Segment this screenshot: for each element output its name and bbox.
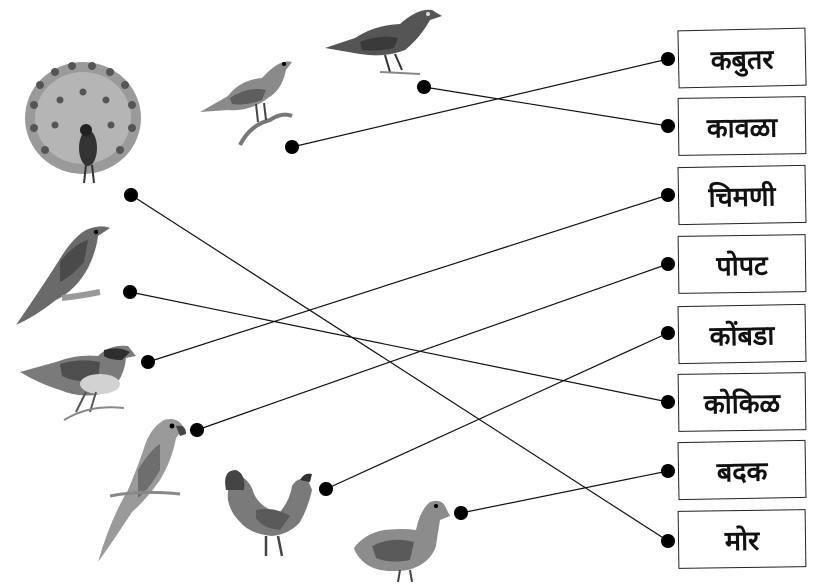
label-text: कावळा [706,112,778,144]
crow-image [325,9,442,75]
duck-image [354,500,450,583]
dot-koel[interactable] [123,285,137,299]
label-box-chimani[interactable]: चिमणी [677,164,807,226]
dot-duck[interactable] [454,506,468,520]
dot-label-mor[interactable] [661,534,675,548]
label-text: कोकिळ [703,387,781,421]
label-box-badak[interactable]: बदक [677,439,807,501]
dot-sparrow[interactable] [141,355,155,369]
label-text: बदक [716,456,768,488]
dot-label-kabutar[interactable] [661,52,675,66]
dot-label-badak[interactable] [661,464,675,478]
peacock-image [25,62,141,184]
dot-crow[interactable] [417,80,431,94]
line-duck-to-badak [460,470,669,514]
pigeon-image [200,61,293,146]
parrot-image [98,419,186,562]
line-peacock-to-mor [130,194,669,542]
rooster-image [225,470,312,557]
label-text: पोपट [716,250,768,282]
label-box-kabutar[interactable]: कबुतर [677,27,807,89]
line-rooster-to-kombada [325,332,669,490]
dot-parrot[interactable] [190,423,204,437]
dot-rooster[interactable] [319,482,333,496]
dot-label-kokil[interactable] [661,395,675,409]
label-box-popat[interactable]: पोपट [677,234,807,294]
dot-label-kombada[interactable] [661,326,675,340]
label-box-kavala[interactable]: कावळा [677,96,807,156]
label-text: कबुतर [710,43,774,77]
line-sparrow-to-chimani [147,194,669,363]
line-crow-to-kavala [423,86,669,127]
dot-label-kavala[interactable] [661,119,675,133]
dot-label-chimani[interactable] [661,188,675,202]
line-koel-to-kokil [129,291,669,403]
label-text: कोंबडा [709,319,775,353]
label-box-kokil[interactable]: कोकिळ [677,372,807,432]
sparrow-image [20,345,136,421]
line-parrot-to-popat [196,263,669,431]
dot-peacock[interactable] [124,188,138,202]
koel-image [16,226,110,325]
label-box-mor[interactable]: मोर [677,509,807,569]
line-pigeon-to-kabutar [291,58,669,148]
label-text: मोर [724,525,760,557]
dot-pigeon[interactable] [285,140,299,154]
label-box-kombada[interactable]: कोंबडा [677,303,807,365]
label-text: चिमणी [708,180,776,214]
dot-label-popat[interactable] [661,257,675,271]
